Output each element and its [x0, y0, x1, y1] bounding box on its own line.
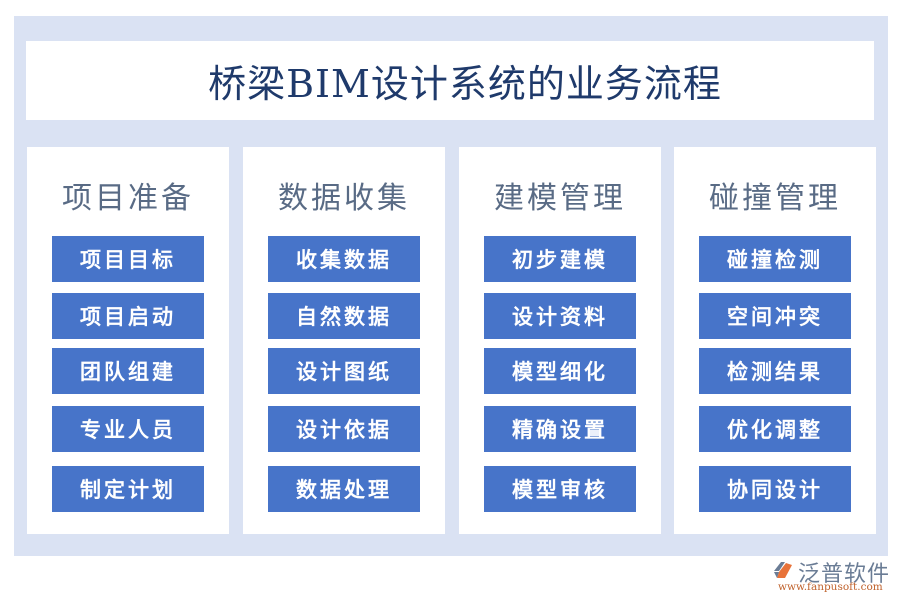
watermark-brand-name: 泛普软件 — [798, 562, 891, 587]
step-item[interactable]: 设计依据 — [268, 406, 420, 452]
watermark-logo: 泛普软件 www.fanpusoft.com — [768, 556, 898, 596]
step-item[interactable]: 碰撞检测 — [699, 236, 851, 282]
column-title: 项目准备 — [62, 181, 194, 216]
step-item[interactable]: 收集数据 — [268, 236, 420, 282]
page-title: 桥梁BIM设计系统的业务流程 — [208, 62, 722, 106]
step-item[interactable]: 优化调整 — [699, 406, 851, 452]
column-title: 建模管理 — [494, 181, 626, 216]
step-item[interactable]: 模型细化 — [484, 348, 636, 394]
step-item[interactable]: 协同设计 — [699, 466, 851, 512]
step-item[interactable]: 检测结果 — [699, 348, 851, 394]
column-title: 数据收集 — [278, 181, 410, 216]
column-title: 碰撞管理 — [709, 181, 841, 216]
step-item[interactable]: 项目目标 — [52, 236, 204, 282]
step-item[interactable]: 初步建模 — [484, 236, 636, 282]
step-item[interactable]: 数据处理 — [268, 466, 420, 512]
column-project-preparation: 项目准备 项目目标 项目启动 团队组建 专业人员 制定计划 — [27, 147, 229, 534]
column-modeling-management: 建模管理 初步建模 设计资料 模型细化 精确设置 模型审核 — [459, 147, 661, 534]
step-item[interactable]: 模型审核 — [484, 466, 636, 512]
step-item[interactable]: 专业人员 — [52, 406, 204, 452]
column-data-collection: 数据收集 收集数据 自然数据 设计图纸 设计依据 数据处理 — [243, 147, 445, 534]
watermark-url: www.fanpusoft.com — [778, 581, 883, 593]
step-item[interactable]: 设计资料 — [484, 293, 636, 339]
step-item[interactable]: 团队组建 — [52, 348, 204, 394]
title-banner: 桥梁BIM设计系统的业务流程 — [26, 41, 874, 120]
step-item[interactable]: 自然数据 — [268, 293, 420, 339]
step-item[interactable]: 精确设置 — [484, 406, 636, 452]
step-item[interactable]: 空间冲突 — [699, 293, 851, 339]
step-item[interactable]: 项目启动 — [52, 293, 204, 339]
fanpu-logo-icon — [774, 562, 792, 578]
step-item[interactable]: 制定计划 — [52, 466, 204, 512]
step-item[interactable]: 设计图纸 — [268, 348, 420, 394]
column-collision-management: 碰撞管理 碰撞检测 空间冲突 检测结果 优化调整 协同设计 — [674, 147, 876, 534]
